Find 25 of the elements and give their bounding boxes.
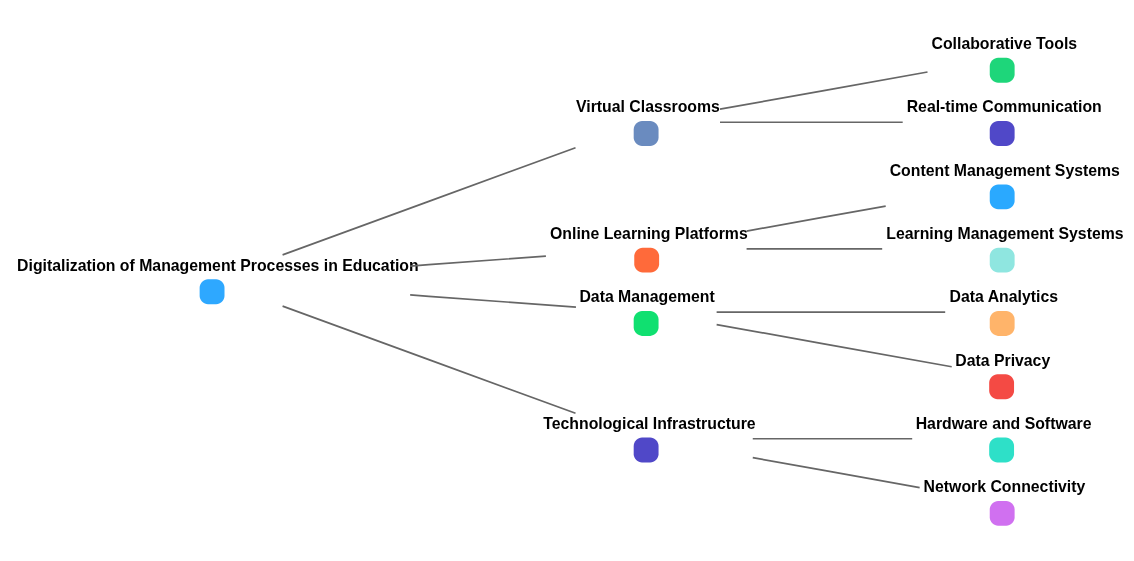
- node-label: Data Analytics: [949, 288, 1059, 306]
- connector: [409, 255, 547, 267]
- node-label: Technological Infrastructure: [543, 414, 756, 432]
- connector: [719, 121, 904, 124]
- connector: [715, 323, 953, 368]
- connector: [281, 146, 577, 256]
- node-label: Collaborative Tools: [931, 35, 1078, 53]
- node-label: Real-time Communication: [906, 98, 1102, 116]
- node-label: Data Management: [579, 288, 715, 306]
- connector: [715, 311, 947, 313]
- connector: [409, 294, 577, 308]
- connector: [745, 248, 884, 250]
- connector: [719, 71, 929, 111]
- node-label: Content Management Systems: [889, 161, 1120, 179]
- node-label: Network Connectivity: [923, 478, 1086, 496]
- connector: [751, 437, 914, 440]
- node-label: Data Privacy: [955, 351, 1051, 369]
- node-label: Learning Management Systems: [886, 224, 1124, 242]
- connector: [281, 305, 577, 415]
- connector: [751, 456, 921, 489]
- node-label: Hardware and Software: [915, 414, 1092, 432]
- node-label: Online Learning Platforms: [550, 224, 748, 242]
- connector: [745, 205, 887, 232]
- node-label: Digitalization of Management Processes in Education: [17, 256, 419, 274]
- node-label: Virtual Classrooms: [576, 98, 720, 116]
